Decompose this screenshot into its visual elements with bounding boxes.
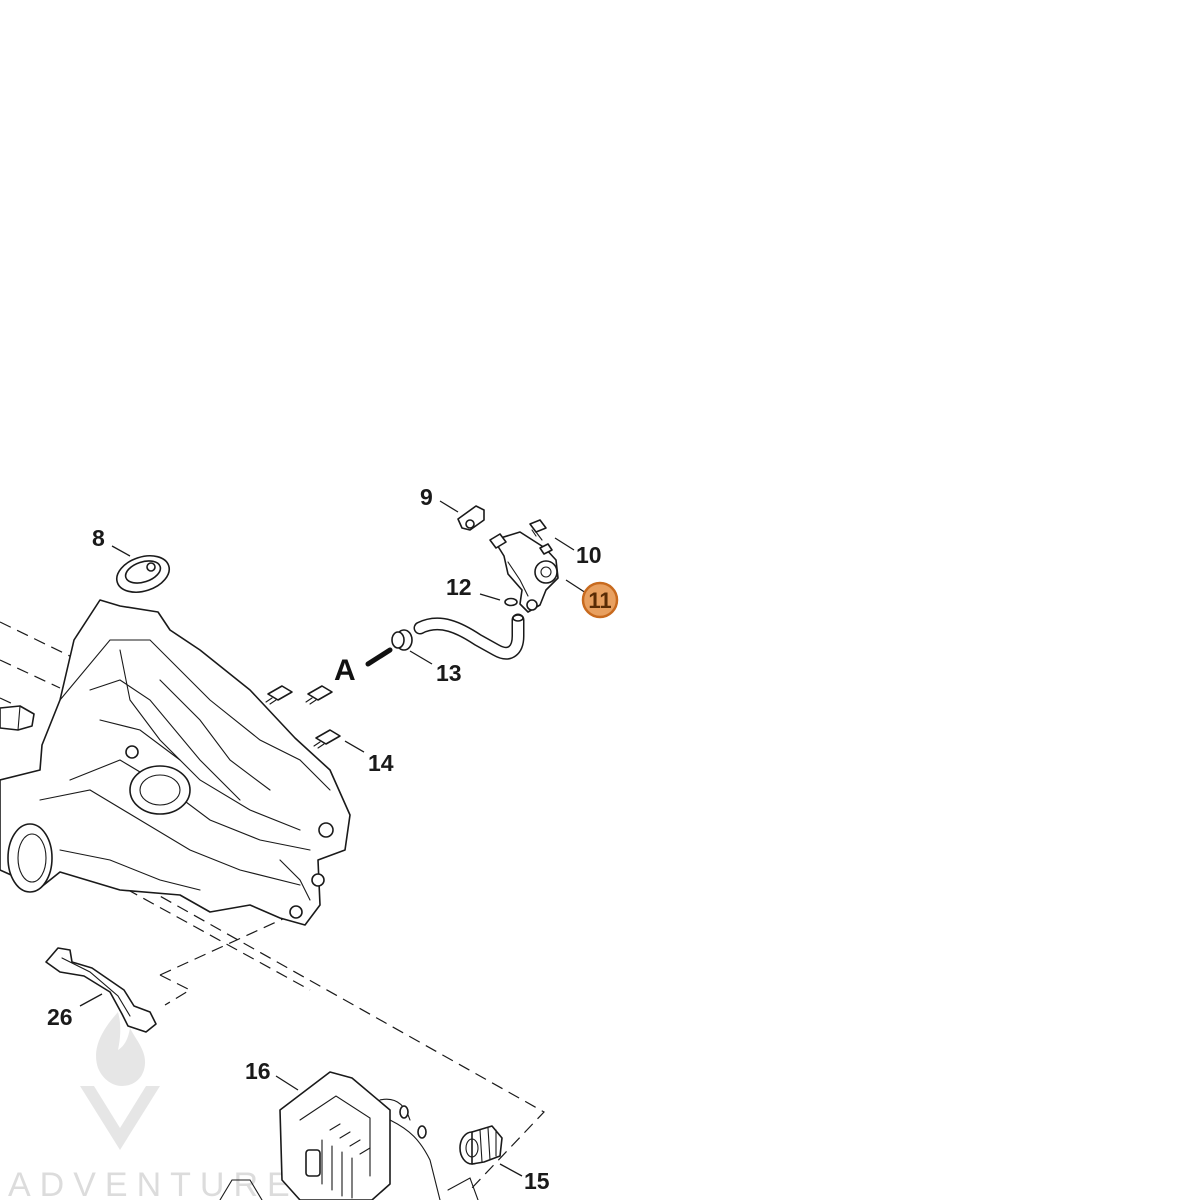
part-15-boot	[459, 1125, 503, 1165]
callout-11[interactable]: 11	[588, 588, 611, 613]
callout-13[interactable]: 13	[436, 660, 462, 686]
assembly-lines	[0, 621, 545, 1191]
callout-10[interactable]: 10	[576, 542, 602, 568]
callout-11-badge	[581, 581, 619, 619]
callout-15[interactable]: 15	[524, 1168, 550, 1194]
watermark-chevron-icon	[80, 1086, 160, 1150]
callout-11-highlighted[interactable]: 11	[581, 581, 619, 619]
left-plug-part	[0, 705, 35, 731]
part-10-screw	[529, 519, 547, 541]
watermark-logo: ADVENTURE	[8, 1012, 299, 1200]
reference-marker-a: A	[334, 654, 356, 687]
callout-12[interactable]: 12	[446, 574, 472, 600]
callout-16[interactable]: 16	[245, 1058, 271, 1084]
part-26-bracket	[45, 947, 157, 1033]
watermark-text: ADVENTURE	[8, 1166, 299, 1200]
callout-labels: 8 9 10 12 13 14 15 16 26 A	[47, 484, 602, 1194]
part-11-oil-pump	[489, 531, 559, 613]
callout-9[interactable]: 9	[420, 484, 433, 510]
part-12-o-ring	[504, 597, 518, 607]
reference-arrow	[365, 647, 393, 667]
main-housing	[0, 599, 351, 926]
oil-hose	[413, 613, 525, 660]
callout-26[interactable]: 26	[47, 1004, 73, 1030]
part-8-grommet	[115, 555, 171, 593]
callout-14[interactable]: 14	[368, 750, 394, 776]
part-13-grommet	[391, 629, 413, 651]
part-14-screws	[265, 685, 341, 749]
watermark-flame-icon	[96, 1012, 146, 1086]
part-16-module	[219, 1071, 479, 1200]
part-9-clamp	[457, 505, 485, 531]
callout-8[interactable]: 8	[92, 525, 105, 551]
